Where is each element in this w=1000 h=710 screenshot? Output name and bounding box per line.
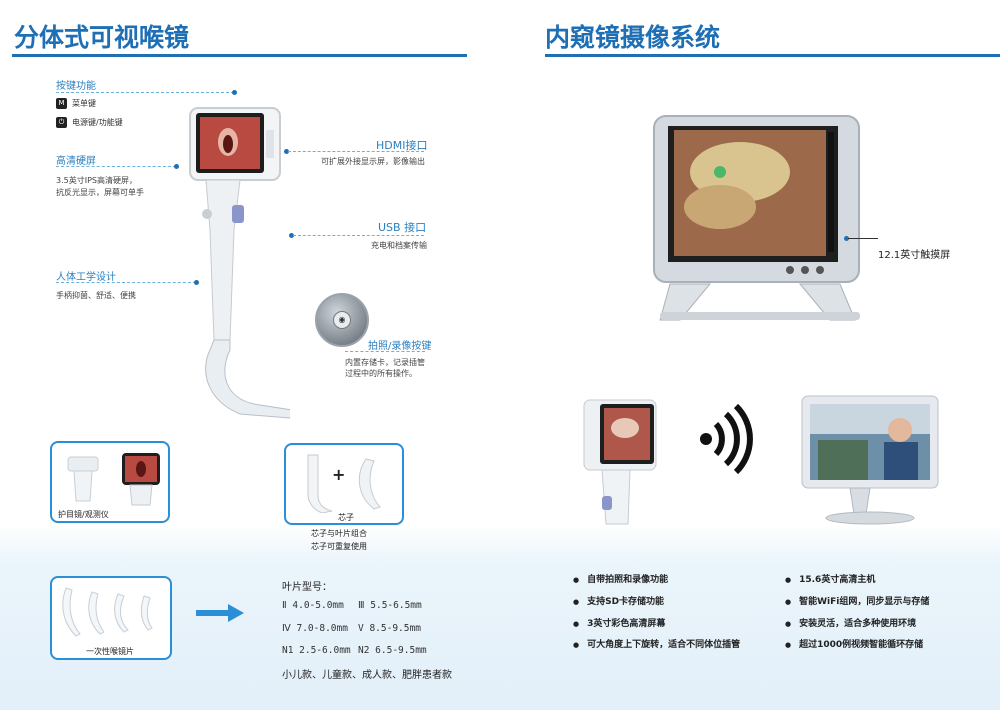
screen-leader-dot [174,164,179,169]
small-scope-illustration [583,399,657,525]
capture-button-closeup: ◉ [315,293,369,347]
screen-heading: 高清硬屏 [56,156,96,167]
monitor-label: 12.1英寸触摸屏 [878,250,951,261]
blade-spec-r3a: N1 2.5-6.0mm [282,645,351,656]
hdmi-body: 可扩展外接显示屏，影像输出 [321,157,425,166]
core-blade-illustration [307,454,381,513]
feature-right-4: 超过1000例视频智能循环存储 [785,637,923,650]
blade-spec-r2b: V 8.5-9.5mm [358,623,421,634]
usb-body: 充电和档案传输 [371,241,427,250]
blade-label: 一次性喉镜片 [86,647,134,656]
laryngoscope-illustration [189,107,290,419]
left-title-rule [12,54,467,57]
screen-body-line-2: 抗反光显示，屏幕可单手 [56,188,144,197]
usb-heading: USB 接口 [378,221,427,234]
eyepiece-illustration [67,453,160,506]
capture-body-line-1: 内置存储卡，记录插管 [345,358,425,367]
core-label: 芯子 [338,513,354,522]
menu-key-icon: M [56,98,67,109]
power-key-row: ⏻ 电源键/功能键 [56,117,123,128]
eyepiece-label: 护目镜/观测仪 [58,510,109,519]
blade-spec-heading: 叶片型号： [282,582,332,593]
power-key-icon: ⏻ [56,117,67,128]
screen-body-line-1: 3.5英寸IPS高清硬屏， [56,176,137,185]
menu-key-label: 菜单键 [72,99,96,108]
blade-box: 一次性喉镜片 [50,576,172,660]
ergo-heading: 人体工学设计 [56,272,116,283]
keys-heading: 按键功能 [56,81,96,92]
capture-body-line-2: 过程中的所有操作。 [345,369,417,378]
monitor-leader-dot [844,236,849,241]
screen-leader-line [56,166,176,167]
feature-left-1: 自带拍照和录像功能 [573,572,668,585]
blade-types: 小儿款、儿童款、成人款、肥胖患者款 [282,670,452,681]
core-caption-line-2: 芯子可重复使用 [311,542,367,551]
blade-spec-r3b: N2 6.5-9.5mm [358,645,427,656]
power-key-label: 电源键/功能键 [72,118,123,127]
core-caption-line-1: 芯子与叶片组合 [311,529,367,538]
usb-leader-line [293,235,424,236]
menu-key-row: M 菜单键 [56,98,96,109]
capture-heading: 拍照/录像按键 [368,341,432,352]
core-plus: + [332,465,346,484]
camera-icon: ◉ [333,311,351,329]
feature-left-2: 支持SD卡存储功能 [573,594,664,607]
feature-right-3: 安装灵活，适合多种使用环境 [785,616,916,629]
right-title-rule [545,54,1000,57]
hdmi-leader-line [288,151,424,152]
feature-right-2: 智能WiFi组网，同步显示与存储 [785,594,929,607]
blades-illustration [62,587,153,637]
left-section-title: 分体式可视喉镜 [14,23,190,52]
feature-left-4: 可大角度上下旋转，适合不同体位插管 [573,637,740,650]
right-section-title: 内窥镜摄像系统 [545,23,721,52]
eyepiece-box: 护目镜/观测仪 [50,441,170,523]
core-box: + 芯子 [284,443,404,525]
monitor-illustration [653,115,860,321]
hdmi-leader-dot [284,149,289,154]
ergo-leader-dot [194,280,199,285]
blade-spec-r1a: Ⅱ 4.0-5.0mm [282,600,344,611]
blade-spec-r1b: Ⅲ 5.5-6.5mm [358,600,422,611]
feature-left-3: 3英寸彩色高清屏幕 [573,616,665,629]
monitor-leader-line [848,238,878,239]
arrow-right-icon [196,604,244,622]
capture-leader-line [345,351,425,352]
feature-right-1: 15.6英寸高清主机 [785,572,875,585]
usb-leader-dot [289,233,294,238]
blade-spec-r2a: Ⅳ 7.0-8.0mm [282,623,348,634]
keys-leader-line [56,92,234,93]
wifi-icon [700,404,753,474]
ergo-body: 手柄抑菌、舒适、便携 [56,291,136,300]
hdmi-heading: HDMI接口 [376,139,428,152]
ergo-leader-line [56,282,196,283]
host-monitor-illustration [801,395,939,525]
keys-leader-dot [232,90,237,95]
